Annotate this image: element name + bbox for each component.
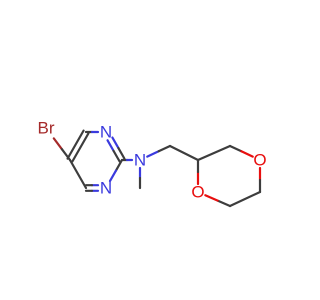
atom-label-o1: O [191,183,204,202]
bond-n-ch2-b [157,144,172,153]
bond-c3-o4-b [240,150,254,158]
bond-layer [52,129,262,208]
atom-label-o4: O [253,151,266,170]
atom-label-n1: N [100,179,112,198]
bond-n-ch2-a [146,150,160,158]
bond-c6-o1-a [216,199,232,208]
bond-n3-c2-line1-a [106,139,115,152]
bond-c5-c4-line2 [66,129,85,160]
atom-label-namine: N [134,151,146,170]
atom-label-br: Br [38,119,55,138]
bond-ch2-c2 [168,144,200,162]
bond-c3-o4-a [228,144,243,153]
bond-c5-c4-line1 [71,132,90,163]
bond-c6-o1-b [204,194,219,202]
bond-n3-c2-line2-a [111,136,120,150]
bond-c2-n1-a [114,158,124,172]
bond-n3-c2-line1-b [112,149,121,163]
bond-c5-br-a [52,137,64,151]
bond-c5-c6 [228,190,262,208]
atom-label-n3: N [100,123,112,142]
bond-c2-n1-b [108,169,118,183]
bond-c6-c5 [68,158,88,190]
bond-n3-c2-line2-b [117,146,126,160]
bond-c2-c3 [196,144,232,162]
